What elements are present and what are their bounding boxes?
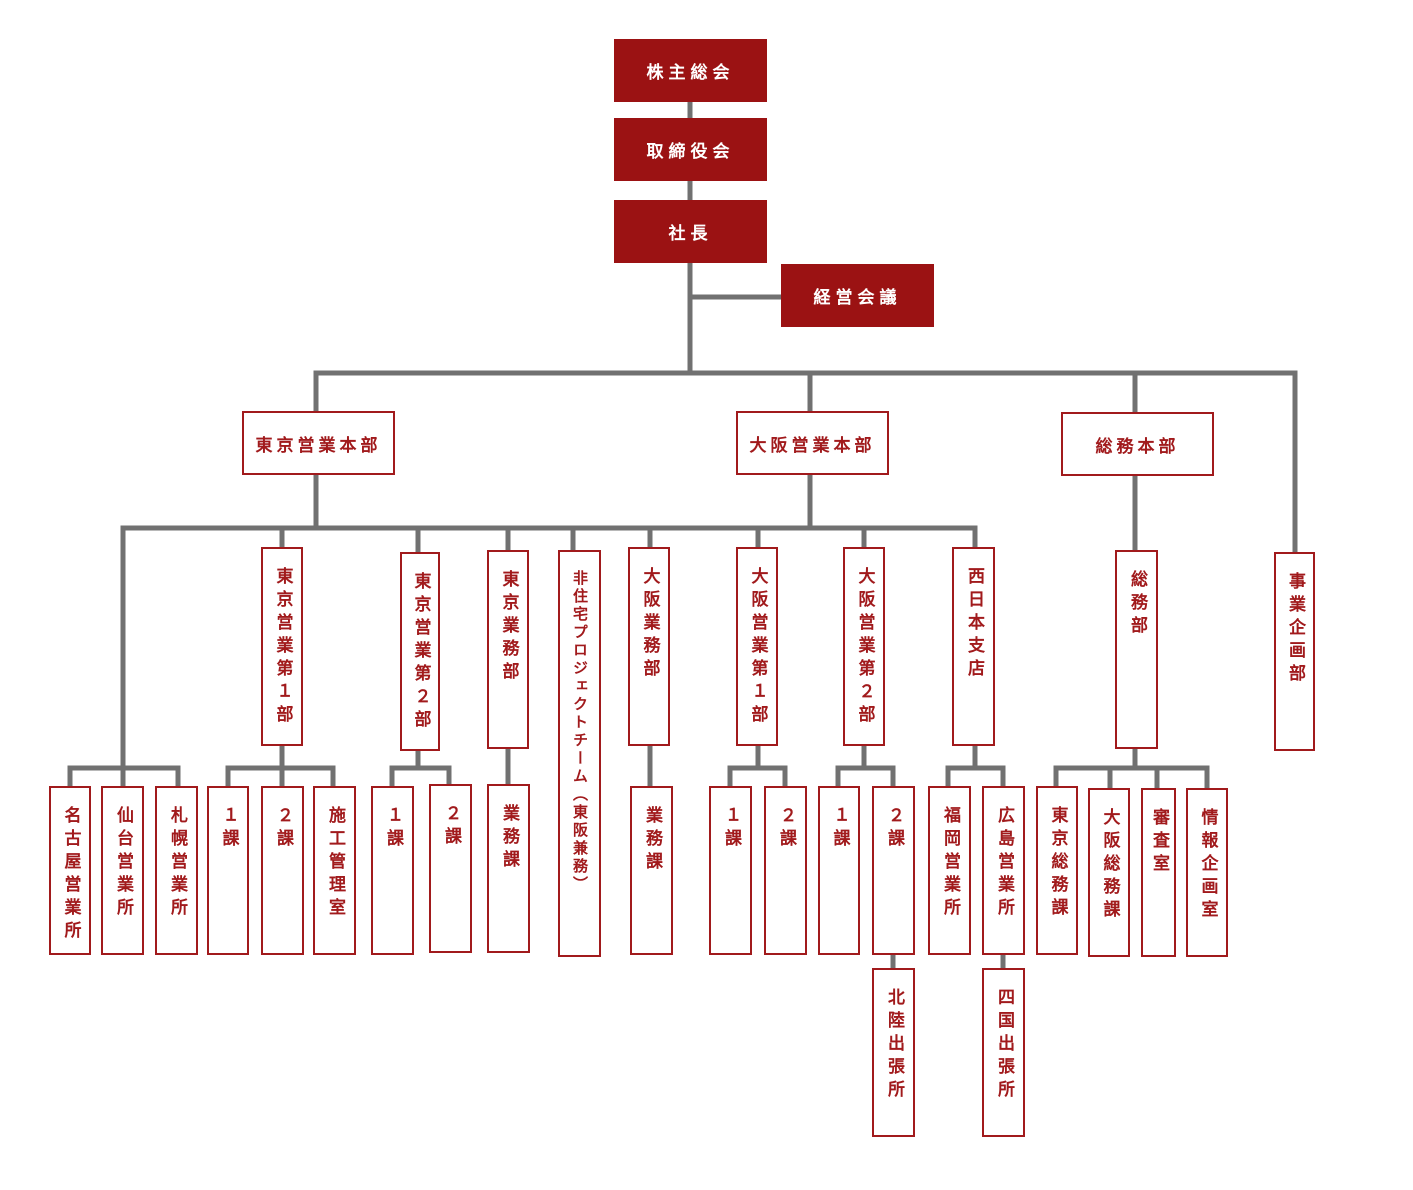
tokyo-sales-1-section-2-label: ２課 — [273, 806, 293, 852]
osaka-sales-2-dept-label: 大阪営業第２部 — [854, 567, 875, 728]
shareholders-meeting-box: 株主総会 — [614, 39, 767, 102]
osaka-sales-1-section-2-label: ２課 — [776, 806, 796, 852]
business-planning-dept-box: 事業企画部 — [1274, 552, 1315, 751]
tokyo-sales-2-section-2-label: ２課 — [441, 804, 461, 850]
osaka-operations-section-box: 業務課 — [630, 786, 673, 955]
sapporo-office-box: 札幌営業所 — [155, 786, 198, 955]
business-planning-dept-label: 事業企画部 — [1285, 572, 1305, 687]
management-meeting-label: 経営会議 — [813, 288, 902, 308]
tokyo-operations-dept-label: 東京業務部 — [498, 570, 519, 685]
general-affairs-division-box: 総務本部 — [1061, 412, 1214, 476]
tokyo-sales-1-section-2-box: ２課 — [261, 786, 304, 955]
shikoku-branch-office-box: 四国出張所 — [982, 968, 1025, 1137]
hiroshima-office-box: 広島営業所 — [982, 786, 1025, 955]
nagoya-office-label: 名古屋営業所 — [60, 806, 81, 944]
non-residential-project-team-label: 非住宅プロジェクトチーム（東阪兼務） — [571, 570, 589, 894]
osaka-sales-1-section-2-box: ２課 — [764, 786, 807, 955]
information-planning-office-box: 情報企画室 — [1186, 788, 1228, 957]
tokyo-sales-division-box: 東京営業本部 — [242, 411, 395, 475]
hokuriku-branch-office-label: 北陸出張所 — [884, 988, 904, 1103]
audit-office-box: 審査室 — [1141, 788, 1176, 957]
osaka-operations-dept-label: 大阪業務部 — [639, 567, 660, 682]
fukuoka-office-box: 福岡営業所 — [928, 786, 971, 955]
hiroshima-office-label: 広島営業所 — [994, 806, 1014, 921]
osaka-sales-2-section-1-label: １課 — [829, 806, 850, 852]
tokyo-sales-2-section-1-box: １課 — [371, 786, 414, 955]
tokyo-general-affairs-section-label: 東京総務課 — [1047, 806, 1068, 921]
tokyo-operations-dept-box: 東京業務部 — [487, 550, 529, 749]
hokuriku-branch-office-box: 北陸出張所 — [872, 968, 915, 1137]
tokyo-sales-2-dept-label: 東京営業第２部 — [410, 572, 431, 733]
west-japan-branch-label: 西日本支店 — [964, 567, 984, 682]
fukuoka-office-label: 福岡営業所 — [940, 806, 960, 921]
general-affairs-division-label: 総務本部 — [1095, 436, 1180, 457]
west-japan-branch-box: 西日本支店 — [952, 547, 995, 746]
shikoku-branch-office-label: 四国出張所 — [994, 988, 1014, 1103]
osaka-general-affairs-section-box: 大阪総務課 — [1088, 788, 1130, 957]
tokyo-sales-2-dept-box: 東京営業第２部 — [400, 552, 440, 751]
general-affairs-dept-label: 総務部 — [1127, 570, 1147, 639]
tokyo-general-affairs-section-box: 東京総務課 — [1036, 786, 1078, 955]
tokyo-sales-1-section-1-box: １課 — [207, 786, 249, 955]
nagoya-office-box: 名古屋営業所 — [49, 786, 91, 955]
osaka-sales-2-section-2-box: ２課 — [872, 786, 915, 955]
osaka-sales-2-dept-box: 大阪営業第２部 — [843, 547, 885, 746]
osaka-sales-2-section-1-box: １課 — [818, 786, 860, 955]
tokyo-sales-1-section-1-label: １課 — [218, 806, 239, 852]
sendai-office-box: 仙台営業所 — [101, 786, 144, 955]
osaka-operations-dept-box: 大阪業務部 — [628, 547, 670, 746]
osaka-sales-1-dept-box: 大阪営業第１部 — [736, 547, 778, 746]
osaka-sales-1-section-1-label: １課 — [721, 806, 741, 852]
management-meeting-box: 経営会議 — [781, 264, 934, 327]
non-residential-project-team-box: 非住宅プロジェクトチーム（東阪兼務） — [558, 550, 601, 957]
osaka-sales-division-label: 大阪営業本部 — [749, 435, 876, 456]
tokyo-sales-2-section-2-box: ２課 — [429, 784, 472, 953]
sendai-office-label: 仙台営業所 — [113, 806, 133, 921]
construction-management-office-label: 施工管理室 — [325, 806, 345, 921]
osaka-general-affairs-section-label: 大阪総務課 — [1099, 808, 1120, 923]
shareholders-meeting-label: 株主総会 — [646, 63, 735, 83]
tokyo-sales-1-dept-label: 東京営業第１部 — [272, 567, 293, 728]
osaka-sales-1-section-1-box: １課 — [709, 786, 752, 955]
audit-office-label: 審査室 — [1149, 808, 1169, 877]
president-box: 社長 — [614, 200, 767, 263]
sapporo-office-label: 札幌営業所 — [167, 806, 187, 921]
construction-management-office-box: 施工管理室 — [313, 786, 356, 955]
osaka-sales-division-box: 大阪営業本部 — [736, 411, 889, 475]
tokyo-operations-section-label: 業務課 — [499, 804, 519, 873]
osaka-sales-2-section-2-label: ２課 — [884, 806, 904, 852]
osaka-sales-1-dept-label: 大阪営業第１部 — [747, 567, 768, 728]
tokyo-sales-1-dept-box: 東京営業第１部 — [261, 547, 303, 746]
information-planning-office-label: 情報企画室 — [1197, 808, 1218, 923]
tokyo-sales-2-section-1-label: １課 — [383, 806, 403, 852]
board-of-directors-box: 取締役会 — [614, 118, 767, 181]
president-label: 社長 — [668, 224, 713, 244]
tokyo-sales-division-label: 東京営業本部 — [255, 435, 382, 456]
board-of-directors-label: 取締役会 — [646, 142, 735, 162]
general-affairs-dept-box: 総務部 — [1115, 550, 1158, 749]
osaka-operations-section-label: 業務課 — [642, 806, 662, 875]
tokyo-operations-section-box: 業務課 — [487, 784, 530, 953]
